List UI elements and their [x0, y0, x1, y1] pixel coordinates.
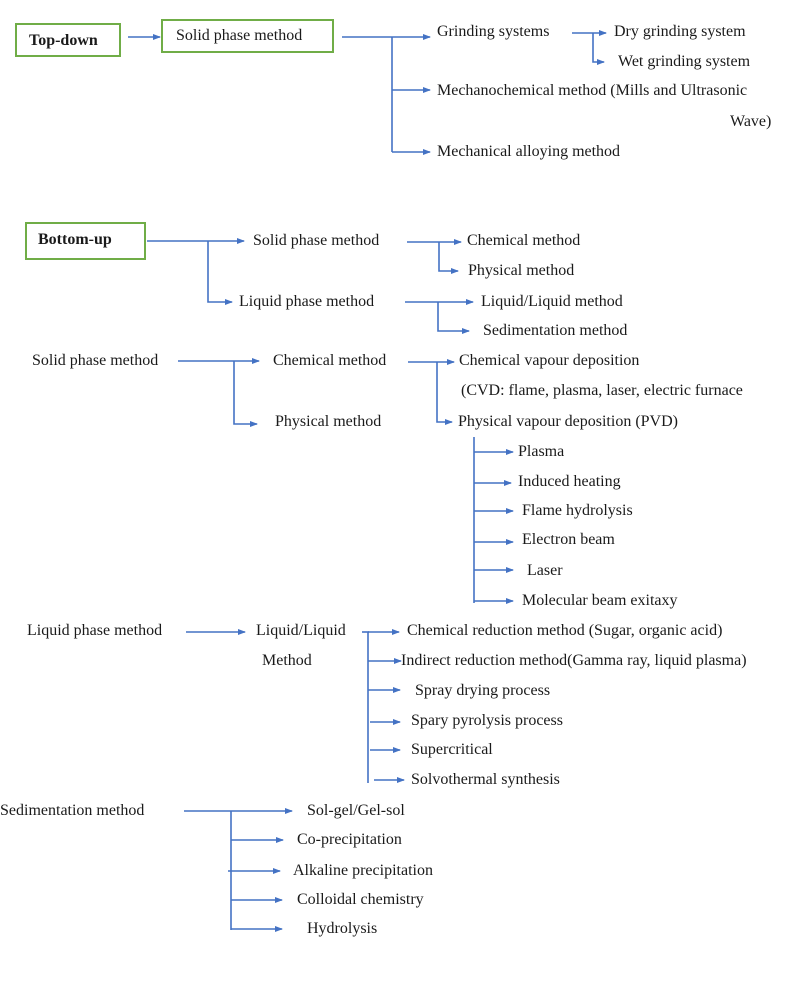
sed-root: Sedimentation method: [0, 802, 145, 819]
sd-cvd-line1: Chemical vapour deposition: [459, 352, 640, 369]
pvd-child: Plasma: [518, 443, 565, 460]
sed-item: Hydrolysis: [307, 920, 378, 937]
ld-item: Indirect reduction method(Gamma ray, liq…: [401, 652, 747, 669]
arrow-to-pvd: [436, 362, 453, 425]
arrow-to-bu-physical: [438, 242, 459, 274]
pvd-child: Molecular beam exitaxy: [522, 592, 678, 609]
ld-child-line2: Method: [262, 652, 312, 669]
ld-item: Solvothermal synthesis: [411, 771, 560, 788]
arrow-to-wet: [592, 33, 605, 65]
ld-child-line1: Liquid/Liquid: [256, 622, 346, 639]
td-mechanical-alloying: Mechanical alloying method: [437, 143, 621, 160]
ld-item: Supercritical: [411, 741, 493, 758]
sed-item: Sol-gel/Gel-sol: [307, 802, 405, 819]
ld-item: Chemical reduction method (Sugar, organi…: [407, 622, 723, 639]
sd-chemical: Chemical method: [273, 352, 387, 369]
td-mechanochemical-line1: Mechanochemical method (Mills and Ultras…: [437, 82, 748, 99]
pvd-child: Electron beam: [522, 531, 615, 548]
pvd-child: Flame hydrolysis: [522, 502, 633, 519]
bu-liquid-liquid: Liquid/Liquid method: [481, 293, 623, 310]
top-down-box: Top-down: [15, 23, 121, 57]
ld-item: Spray drying process: [415, 682, 551, 699]
ld-item: Spary pyrolysis process: [411, 712, 563, 729]
arrow-to-bu-sedimentation: [437, 302, 470, 334]
td-dry-grinding: Dry grinding system: [614, 23, 746, 40]
sed-item: Colloidal chemistry: [297, 891, 424, 908]
pvd-child: Induced heating: [518, 473, 621, 490]
arrow-to-sd-physical: [233, 361, 258, 427]
sd-cvd-line2: (CVD: flame, plasma, laser, electric fur…: [461, 382, 743, 399]
bu-liquid-phase: Liquid phase method: [239, 293, 375, 310]
td-mechanochemical-line2: Wave): [730, 113, 772, 130]
bottom-up-box: Bottom-up: [25, 222, 146, 260]
bottom-up-label: Bottom-up: [38, 231, 112, 248]
sd-root: Solid phase method: [32, 352, 159, 369]
sd-physical: Physical method: [275, 413, 382, 430]
arrow-to-bu-liquid: [207, 241, 233, 305]
td-grinding-systems: Grinding systems: [437, 23, 550, 40]
td-wet-grinding: Wet grinding system: [618, 53, 751, 70]
ld-root: Liquid phase method: [27, 622, 163, 639]
td-solid-phase-box: Solid phase method: [161, 19, 334, 53]
pvd-child: Laser: [527, 562, 563, 579]
bu-sedimentation: Sedimentation method: [483, 322, 628, 339]
sed-item: Co-precipitation: [297, 831, 402, 848]
top-down-label: Top-down: [29, 32, 98, 49]
bu-chemical-method: Chemical method: [467, 232, 581, 249]
bu-physical-method: Physical method: [468, 262, 575, 279]
td-solid-phase-label: Solid phase method: [176, 27, 303, 44]
sed-item: Alkaline precipitation: [293, 862, 433, 879]
bu-solid-phase: Solid phase method: [253, 232, 380, 249]
sd-pvd: Physical vapour deposition (PVD): [458, 413, 678, 430]
